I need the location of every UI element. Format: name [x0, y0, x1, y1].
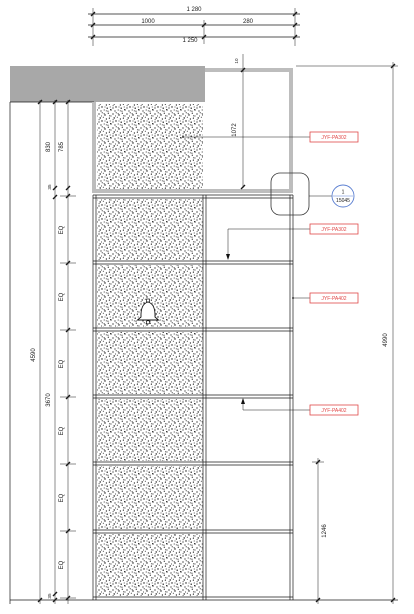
slab-band — [10, 66, 205, 102]
dim-left-width: 1000 — [141, 19, 155, 25]
tag-panel-row4: JYF-PA402 — [241, 398, 359, 416]
eq-label: EQ — [59, 560, 65, 569]
callout-reference: 15045 — [336, 198, 350, 204]
tag-label: JYF-PA402 — [321, 408, 346, 414]
bell-icon — [136, 298, 160, 325]
tag-glass-column: JYF-PA402 — [292, 292, 359, 304]
dim-upper-panel: 830 — [46, 141, 52, 152]
detail-cloud — [270, 172, 310, 216]
upper-glass-frame — [92, 68, 293, 193]
tag-panel-row1: JYF-PA302 — [226, 223, 359, 260]
tag-label: JYF-PA302 — [321, 135, 346, 141]
callout-number: 1 — [342, 190, 345, 196]
eq-label: EQ — [59, 225, 65, 234]
stone-panel — [97, 199, 203, 260]
dim-lower-width: 1 250 — [182, 38, 198, 44]
stone-panel — [97, 332, 203, 394]
dim-glass-height: 1072 — [232, 123, 238, 137]
dimension-ticks — [90, 11, 298, 40]
eq-label: EQ — [59, 359, 65, 368]
left-dimensions: 4590 3670 830 785 35 35 EQ EQ EQ EQ EQ E… — [9, 99, 76, 604]
upper-stone-panel — [97, 104, 203, 189]
dim-overall-width: 1 280 — [186, 7, 202, 13]
glass-height-dimension: 10 1072 — [232, 54, 246, 190]
eq-ticks — [60, 193, 76, 601]
tag-label: JYF-PA402 — [321, 296, 346, 302]
dim-glass-gap: 10 — [234, 58, 239, 64]
stone-panel — [97, 399, 203, 461]
dim-joint-bottom: 35 — [47, 593, 52, 599]
detail-callout: 1 15045 — [270, 172, 355, 216]
eq-label: EQ — [59, 292, 65, 301]
dim-joint-top: 35 — [47, 184, 52, 190]
tag-label: JYF-PA302 — [321, 227, 346, 233]
dim-upper-glass: 785 — [59, 141, 65, 152]
tag-upper-panel: JYF-PA302 — [182, 131, 359, 143]
dim-left-total: 4590 — [31, 348, 37, 362]
dim-right-width: 280 — [243, 19, 254, 25]
dim-right-lower: 1246 — [322, 524, 328, 538]
dim-left-lower: 3670 — [46, 393, 52, 407]
eq-label: EQ — [59, 426, 65, 435]
dim-right-total: 4990 — [383, 333, 389, 347]
eq-label: EQ — [59, 493, 65, 502]
stone-panel — [97, 466, 203, 529]
top-dimensions: 1 280 1000 280 1 250 — [88, 7, 300, 46]
stone-panel — [97, 534, 203, 596]
